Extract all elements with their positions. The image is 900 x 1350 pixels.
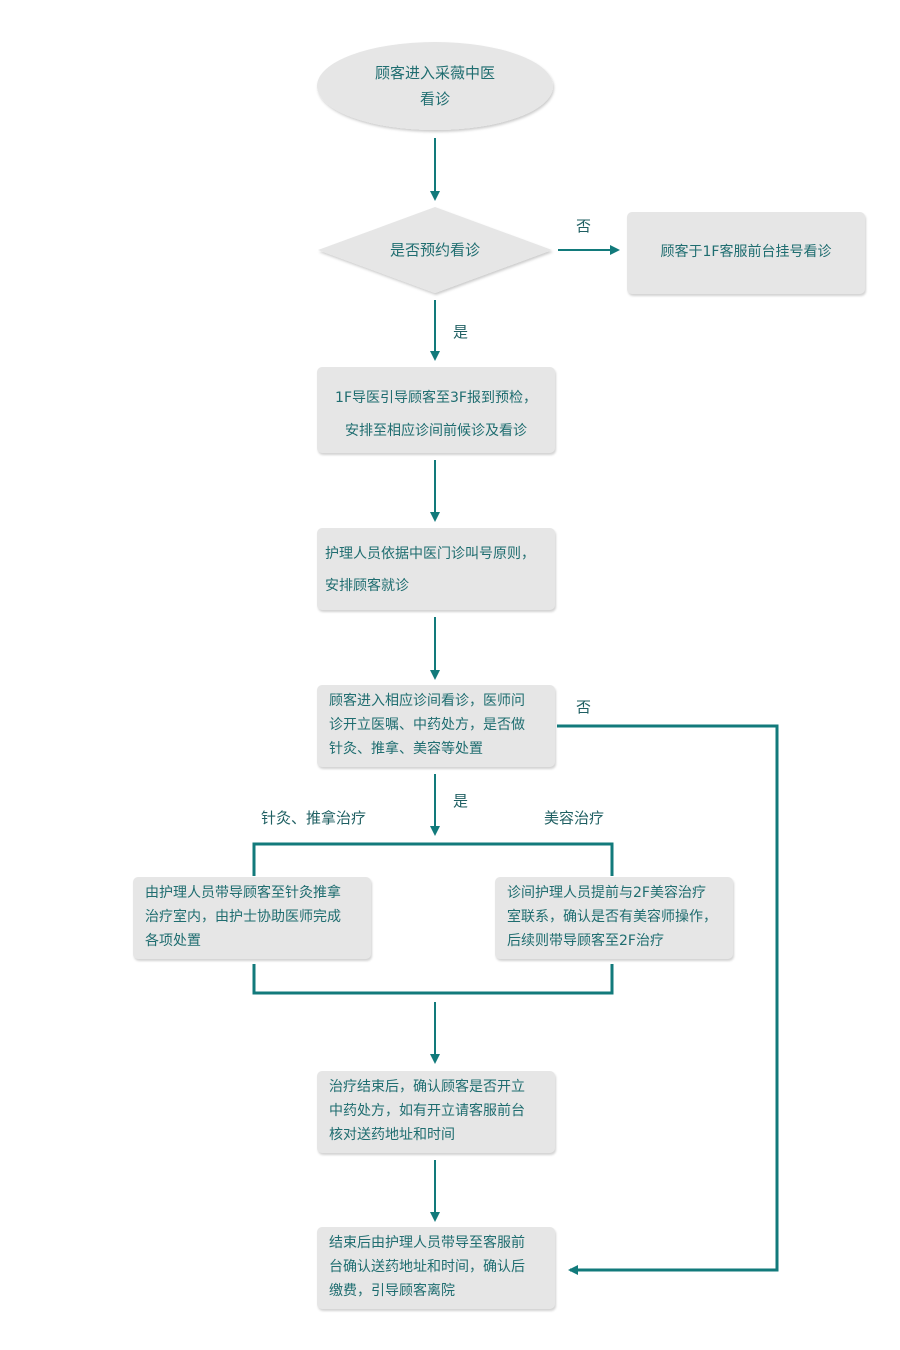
step2-text: 护理人员依据中医门诊叫号原则， 安排顾客就诊: [325, 546, 535, 594]
register-box: 顾客于1F客服前台挂号看诊: [627, 212, 865, 294]
right-treatment-box: 诊间护理人员提前与2F美容治疗 室联系，确认是否有美容师操作， 后续则带导顾客至…: [495, 877, 733, 959]
step1-box: 1F导医引导顾客至3F报到预检， 安排至相应诊间前候诊及看诊: [317, 367, 555, 453]
label-no-register: 否: [576, 217, 592, 235]
label-branch-acupuncture: 针灸、推拿治疗: [261, 809, 367, 827]
label-yes-treatment: 是: [453, 792, 469, 810]
start-text: 顾客进入采薇中医 看诊: [374, 64, 495, 108]
end-text: 结束后由护理人员带导至客服前 台确认送药地址和时间，确认后 缴费，引导顾客离院: [329, 1235, 525, 1299]
left-treatment-text: 由护理人员带导顾客至针灸推拿 治疗室内，由护士协助医师完成 各项处置: [145, 885, 341, 949]
right-treatment-text: 诊间护理人员提前与2F美容治疗 室联系，确认是否有美容师操作， 后续则带导顾客至…: [507, 885, 717, 949]
step3-text: 顾客进入相应诊间看诊，医师问 诊开立医嘱、中药处方，是否做 针灸、推拿、美容等处…: [329, 693, 525, 757]
decision-text: 是否预约看诊: [389, 241, 480, 259]
label-yes-appointment: 是: [453, 323, 469, 341]
label-branch-beauty: 美容治疗: [544, 809, 605, 827]
register-text: 顾客于1F客服前台挂号看诊: [660, 244, 832, 260]
step4-box: 治疗结束后，确认顾客是否开立 中药处方，如有开立请客服前台 核对送药地址和时间: [317, 1071, 555, 1153]
step2-box: 护理人员依据中医门诊叫号原则， 安排顾客就诊: [317, 528, 555, 610]
step4-text: 治疗结束后，确认顾客是否开立 中药处方，如有开立请客服前台 核对送药地址和时间: [329, 1079, 525, 1143]
label-no-treatment: 否: [576, 698, 592, 716]
end-box: 结束后由护理人员带导至客服前 台确认送药地址和时间，确认后 缴费，引导顾客离院: [317, 1227, 555, 1309]
left-treatment-box: 由护理人员带导顾客至针灸推拿 治疗室内，由护士协助医师完成 各项处置: [133, 877, 371, 959]
decision-diamond: [318, 207, 552, 293]
no-path-step3-to-end: [557, 724, 779, 1275]
step1-text: 1F导医引导顾客至3F报到预检， 安排至相应诊间前候诊及看诊: [335, 390, 537, 439]
step3-box: 顾客进入相应诊间看诊，医师问 诊开立医嘱、中药处方，是否做 针灸、推拿、美容等处…: [317, 685, 555, 767]
start-ellipse: [317, 42, 553, 130]
branch-bracket: [252, 842, 614, 995]
